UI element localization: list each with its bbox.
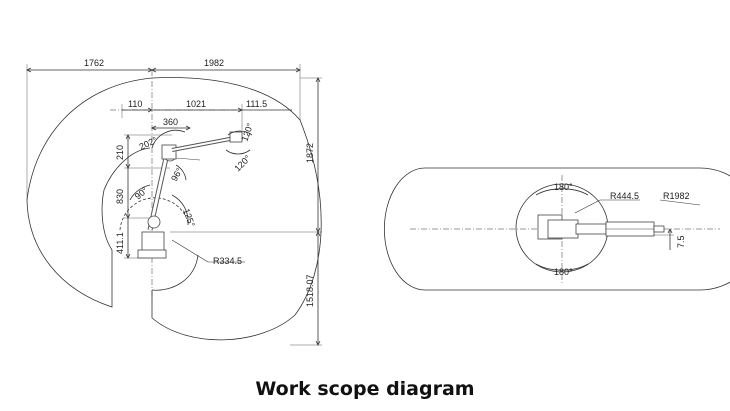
dim-top-right: 1982 <box>204 58 224 68</box>
dim-left-lower: 411.1 <box>115 232 125 254</box>
dim-left-upper: 210 <box>115 145 125 160</box>
angle-elbow-upper: 202° <box>138 135 159 152</box>
top-angle-lower: 180° <box>554 267 573 277</box>
diagram-caption: Work scope diagram <box>255 378 475 400</box>
robot-arm-side <box>137 131 243 259</box>
elbow-angle-arc <box>151 129 187 181</box>
top-rotation-arc-upper <box>535 188 589 196</box>
angle-wrist-lower: 120° <box>232 153 253 174</box>
dim-right-lower: 1518.07 <box>305 274 315 307</box>
top-radius-inner: R444.5 <box>610 191 639 201</box>
wrist-angle-arc <box>225 130 253 155</box>
angle-elbow-lower: 96° <box>169 166 185 183</box>
dim-mid-left: 110 <box>128 99 142 109</box>
inner-reach-arc <box>119 197 186 231</box>
top-outer-envelope <box>383 167 730 291</box>
dim-mid-center: 1021 <box>186 99 206 109</box>
radius-leader-inner <box>574 199 601 214</box>
dim-mid-right: 111.5 <box>246 99 267 109</box>
top-rotation-arc-lower <box>535 263 589 271</box>
dim-right-upper: 1872 <box>305 143 315 163</box>
top-angle-upper: 180° <box>554 182 573 192</box>
angle-shoulder-right: 125° <box>181 207 197 228</box>
outer-work-envelope <box>26 77 322 341</box>
dim-top-left: 1762 <box>84 58 104 68</box>
dim-left-middle: 830 <box>115 189 125 204</box>
robot-arm-top <box>537 214 665 240</box>
radius-label-side: R334.5 <box>213 256 242 266</box>
shoulder-angle-arc <box>129 184 189 226</box>
top-offset-dim: 7.5 <box>676 235 686 248</box>
angle-shoulder-left: 90° <box>133 185 150 202</box>
radius-leader-outer <box>659 199 701 206</box>
top-radius-outer: R1982 <box>663 191 690 201</box>
inner-work-envelope <box>103 147 199 291</box>
radius-leader-side <box>171 239 209 263</box>
dim-360: 360 <box>163 117 178 127</box>
top-view <box>383 167 730 291</box>
side-view <box>26 64 322 346</box>
